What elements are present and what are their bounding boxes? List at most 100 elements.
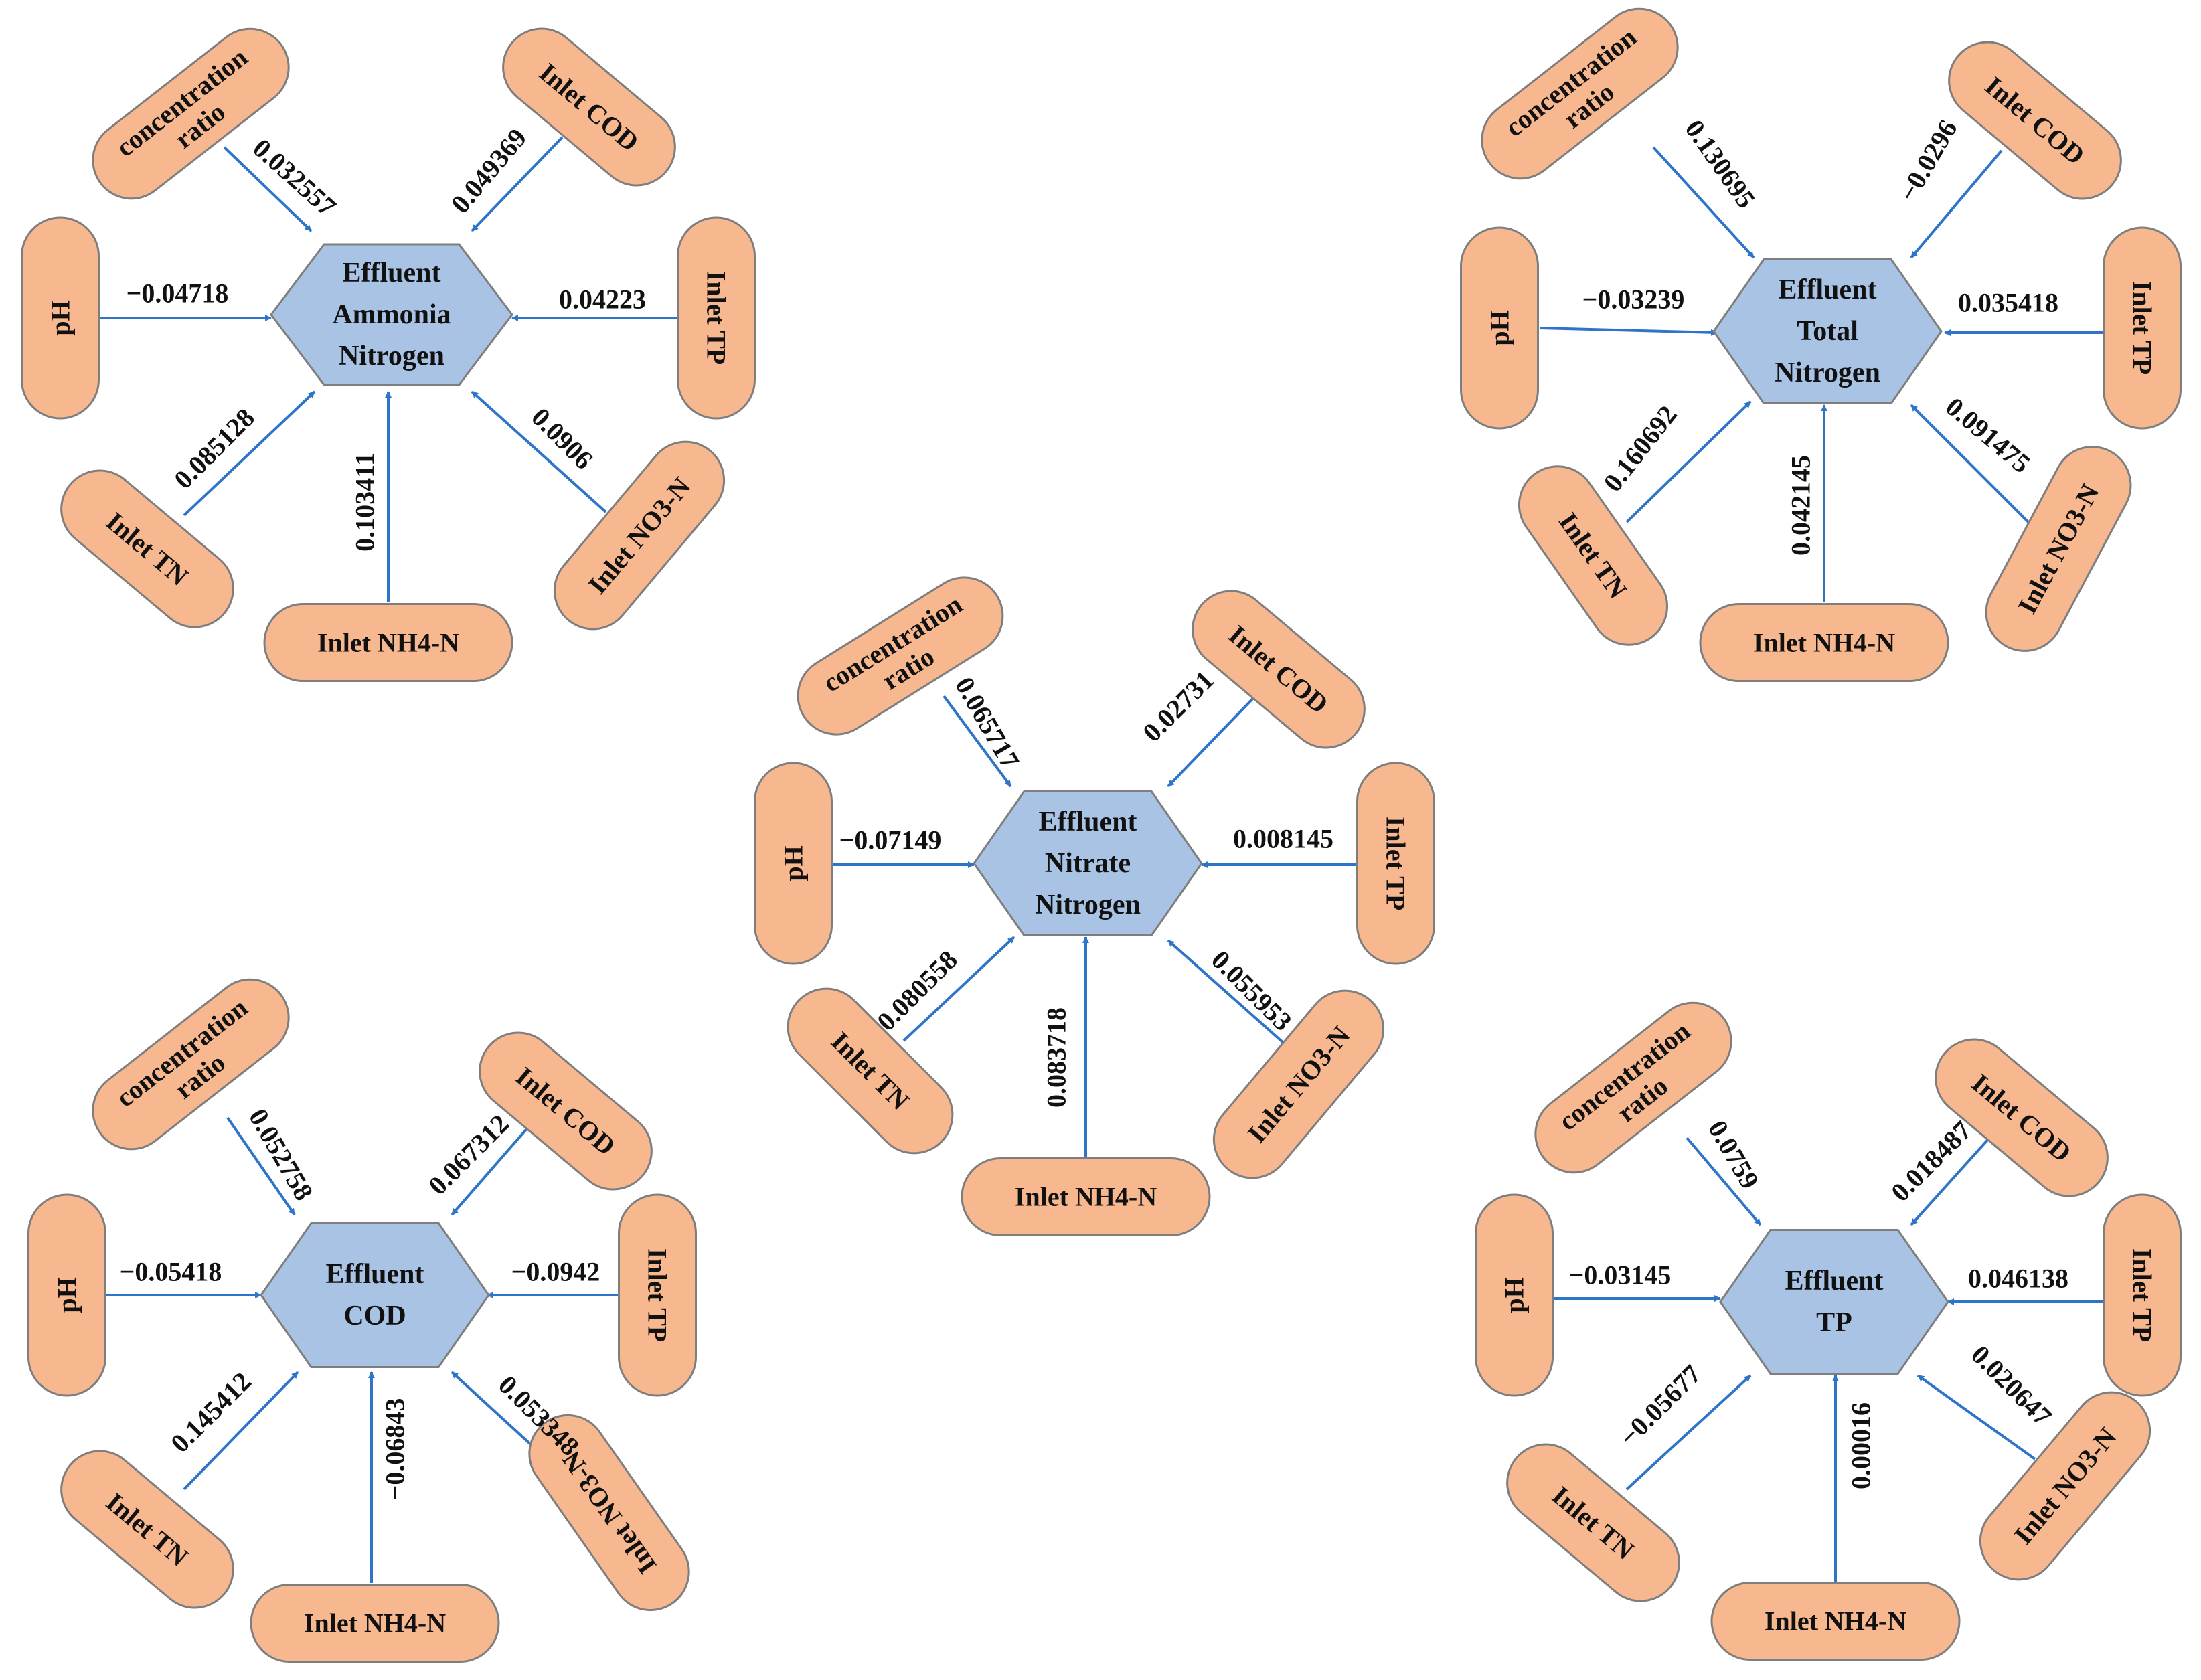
input-node-no3: Inlet NO3-N	[528, 1414, 690, 1612]
input-node-tn: Inlet TN	[60, 1450, 234, 1609]
input-label: Inlet TP	[2127, 1248, 2157, 1342]
input-node-shape	[1460, 226, 1539, 430]
input-node-tn: Inlet TN	[1506, 1443, 1680, 1602]
input-node-nh4: Inlet NH4-N	[250, 1584, 500, 1663]
output-label: Effluent	[343, 258, 441, 288]
input-node-tn: Inlet TN	[1518, 465, 1669, 646]
output-label: Nitrogen	[1775, 357, 1880, 388]
input-node-shape	[21, 216, 100, 420]
input-node-shape	[961, 1157, 1211, 1236]
input-node-shape	[553, 440, 726, 631]
input-label: Inlet NH4-N	[1753, 628, 1895, 658]
weight-label-ratio: 0.0759	[1702, 1115, 1765, 1194]
output-node-shape	[1712, 258, 1943, 404]
weight-label-cod: 0.067312	[422, 1108, 515, 1201]
arrow-ratio	[226, 1116, 296, 1216]
input-label: Inlet NH4-N	[317, 628, 459, 658]
input-node-shape	[1935, 1038, 2109, 1197]
weight-label-no3: 0.091475	[1940, 392, 2036, 479]
input-node-ph: pH	[754, 762, 833, 965]
weight-label-ratio: 0.065717	[949, 672, 1026, 774]
input-node-tn: Inlet TN	[787, 987, 954, 1155]
arrow-no3	[1167, 939, 1290, 1049]
output-label: Effluent	[1039, 807, 1137, 837]
input-node-no3: Inlet NO3-N	[1985, 446, 2132, 652]
input-node-shape	[1985, 446, 2132, 652]
output-node-shape	[270, 243, 513, 386]
input-node-tp: Inlet TP	[2103, 1193, 2182, 1397]
weight-label-tn: 0.160692	[1597, 400, 1683, 497]
output-node-shape	[973, 790, 1203, 936]
input-node-tp: Inlet TP	[1356, 762, 1435, 965]
input-label: Inlet TP	[1381, 817, 1411, 910]
input-label: pH	[52, 1277, 82, 1313]
arrow-no3	[471, 390, 607, 513]
input-node-tp: Inlet TP	[618, 1193, 697, 1397]
output-node-shape	[1719, 1229, 1949, 1375]
input-node-nh4: Inlet NH4-N	[1699, 603, 1949, 682]
weight-label-ph: −0.03239	[1582, 284, 1685, 315]
arrow-tn	[183, 390, 316, 517]
weight-label-nh4: 0.00016	[1846, 1402, 1876, 1489]
weight-label-tn: 0.145412	[165, 1366, 257, 1458]
input-node-shape	[754, 762, 833, 965]
weight-label-tp: 0.008145	[1233, 824, 1333, 854]
input-label: pH	[779, 845, 809, 881]
input-node-shape	[787, 987, 954, 1155]
weight-label-tn: −0.05677	[1613, 1359, 1707, 1452]
weight-label-tp: 0.046138	[1968, 1264, 2068, 1294]
input-node-shape	[797, 576, 1004, 736]
weight-label-tp: −0.0942	[511, 1257, 600, 1287]
input-node-no3: Inlet NO3-N	[1979, 1391, 2151, 1581]
input-node-shape	[60, 469, 234, 628]
weight-label-ratio: 0.032557	[247, 133, 342, 222]
input-node-nh4: Inlet NH4-N	[1710, 1582, 1961, 1661]
weight-label-tp: 0.04223	[559, 284, 646, 315]
input-node-shape	[92, 27, 290, 200]
input-node-shape	[1481, 7, 1679, 180]
input-node-shape	[2103, 226, 2182, 430]
input-node-shape	[1699, 603, 1949, 682]
arrow-cod	[471, 136, 564, 232]
output-label: Ammonia	[332, 299, 451, 330]
output-label: Nitrate	[1045, 848, 1131, 879]
weight-label-nh4: 0.083718	[1042, 1007, 1072, 1108]
arrow-tn	[1625, 1374, 1752, 1491]
weight-label-ph: −0.07149	[839, 825, 942, 855]
arrow-tn	[1625, 400, 1752, 523]
input-node-shape	[1212, 989, 1385, 1179]
input-node-tp: Inlet TP	[2103, 226, 2182, 430]
arrow-cod	[1910, 149, 2003, 259]
input-node-shape	[1192, 590, 1366, 749]
arrow-ph	[1539, 327, 1718, 336]
input-label: Inlet NH4-N	[304, 1608, 446, 1639]
input-node-shape	[2103, 1193, 2182, 1397]
input-label: Inlet TP	[2127, 281, 2157, 375]
weight-label-cod: 0.018487	[1885, 1115, 1977, 1207]
weight-label-nh4: −0.06843	[380, 1398, 410, 1501]
input-node-shape	[1710, 1582, 1961, 1661]
input-node-no3: Inlet NO3-N	[1212, 989, 1385, 1179]
input-node-ph: pH	[21, 216, 100, 420]
output-node-shape	[260, 1222, 490, 1368]
input-node-cod: Inlet COD	[1192, 590, 1366, 749]
input-node-shape	[618, 1193, 697, 1397]
output-label: Effluent	[1785, 1266, 1884, 1296]
weight-label-cod: 0.02731	[1137, 665, 1220, 748]
input-node-shape	[1518, 465, 1669, 646]
weight-label-ph: −0.03145	[1569, 1260, 1672, 1290]
weight-label-ph: −0.05418	[120, 1257, 222, 1287]
input-node-ph: pH	[1460, 226, 1539, 430]
